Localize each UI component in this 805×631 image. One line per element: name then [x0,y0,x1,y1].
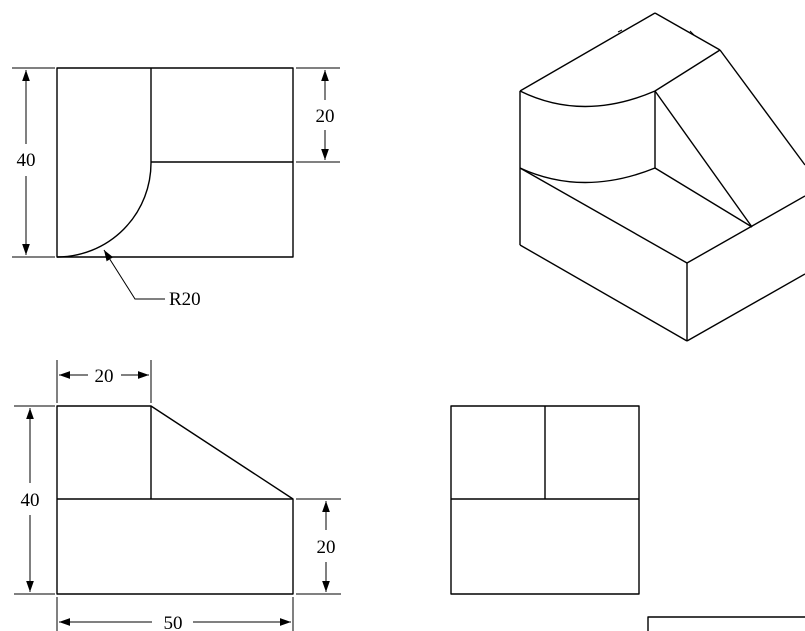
dimension-front-width: 50 [56,597,294,631]
dimension-label: 40 [21,490,40,511]
side-view [450,405,640,595]
dimension-label: R20 [169,289,201,310]
side-view-outline [450,405,640,595]
isometric-view [519,12,805,342]
dimension-front-top-width: 20 [56,360,152,403]
dimension-label: 50 [164,613,183,631]
top-view-fillet-arc [56,161,152,258]
dimension-radius: R20 [103,249,201,310]
top-view-outline [56,67,294,258]
front-view: 20 40 20 50 [14,360,341,631]
dimension-label: 20 [317,537,336,558]
dimension-label: 40 [17,150,36,171]
dimension-label: 20 [95,366,114,387]
front-view-outline [56,405,294,595]
dimension-label: 20 [316,106,335,127]
dimension-front-height: 40 [14,405,55,595]
dimension-top-height: 40 [12,67,55,258]
dimension-front-right-height: 20 [296,498,341,595]
top-view: 40 20 R20 [12,67,340,310]
title-block-frame [647,616,805,631]
dimension-top-right-height: 20 [296,67,340,163]
